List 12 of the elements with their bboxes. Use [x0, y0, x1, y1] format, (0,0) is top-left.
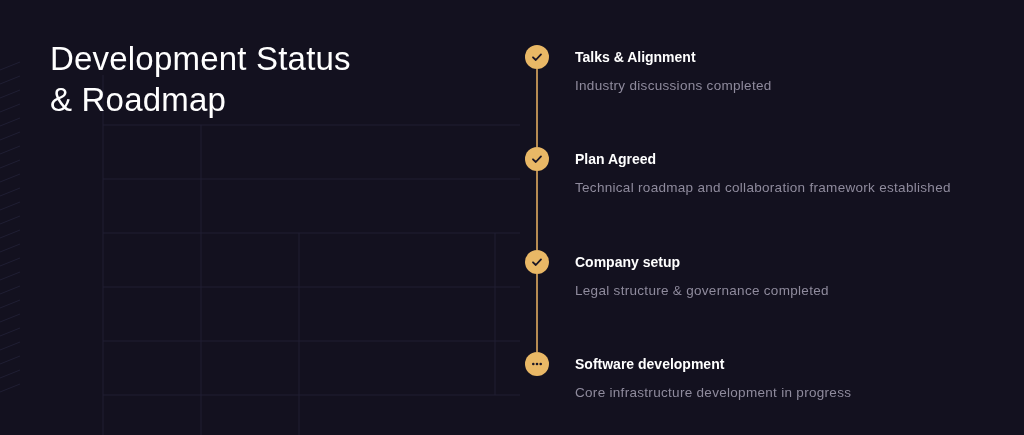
timeline-line — [536, 170, 538, 251]
milestone-title: Plan Agreed — [575, 150, 657, 168]
milestone-description: Legal structure & governance completed — [575, 282, 829, 300]
milestone-description: Core infrastructure development in progress — [575, 384, 852, 402]
milestone-description: Industry discussions completed — [575, 77, 772, 95]
timeline-line — [536, 273, 538, 353]
milestone-title: Software development — [575, 355, 725, 373]
milestone-title: Company setup — [575, 253, 680, 271]
milestone-description: Technical roadmap and collaboration framework established — [575, 179, 951, 197]
timeline-line — [536, 68, 538, 148]
slide-title: Development Status & Roadmap — [50, 39, 352, 120]
milestone-title: Talks & Alignment — [575, 48, 696, 66]
